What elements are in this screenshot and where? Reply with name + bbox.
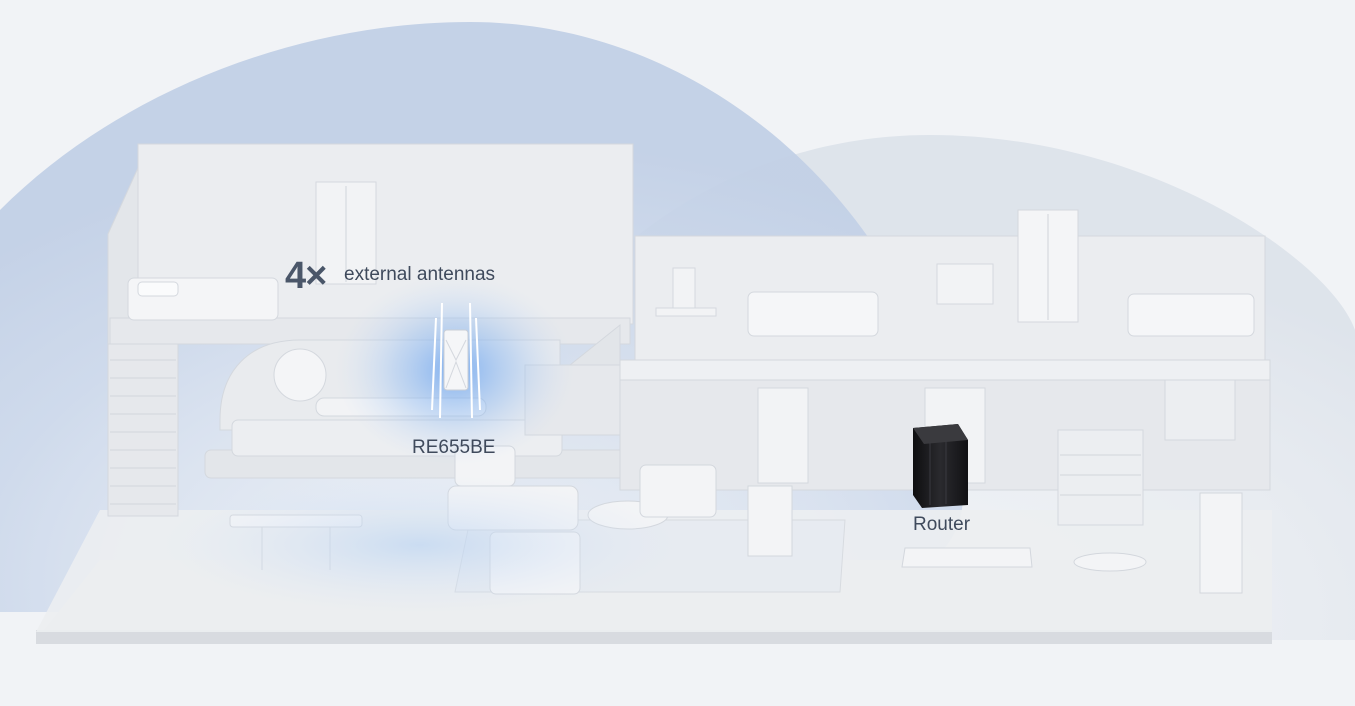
extender-name-label: RE655BE	[412, 437, 496, 458]
antenna-count-label: 4×	[285, 255, 327, 297]
antenna-description-label: external antennas	[344, 264, 496, 285]
extender-body	[431, 302, 481, 419]
router-device	[913, 424, 968, 508]
router-name-label: Router	[913, 514, 971, 535]
extender-floor-glow	[160, 475, 680, 615]
extender-device	[160, 275, 680, 615]
